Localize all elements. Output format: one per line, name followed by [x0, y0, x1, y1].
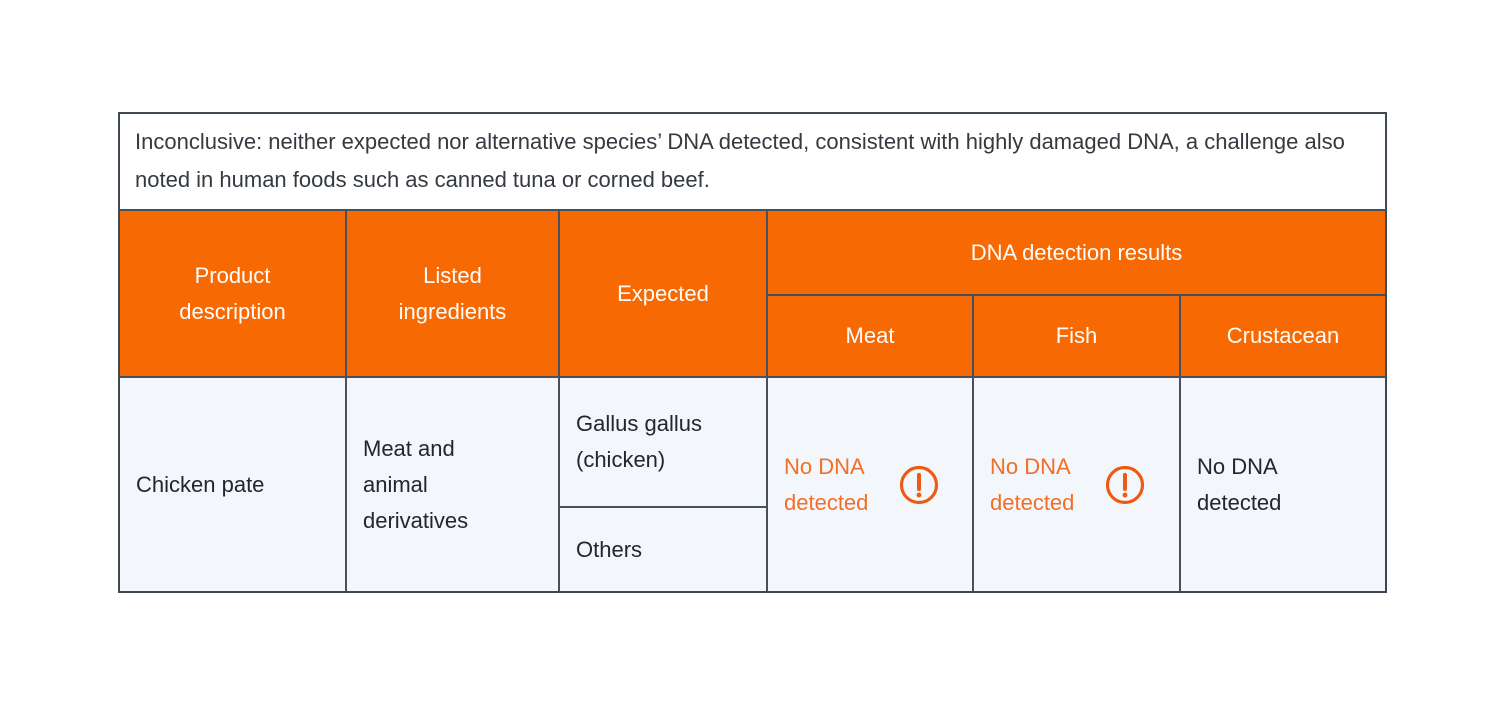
inconclusive-note-text: Inconclusive: neither expected nor alter…	[135, 129, 1345, 192]
listed-ingredients-value: Meat and animal derivatives	[363, 435, 469, 533]
warning-icon	[899, 465, 939, 504]
column-header-label: Meat	[845, 323, 895, 348]
cell-expected-others: Others	[560, 508, 766, 591]
inconclusive-note: Inconclusive: neither expected nor alter…	[120, 114, 1385, 209]
column-header-label: DNA detection results	[970, 239, 1183, 265]
column-header-meat: Meat	[768, 296, 972, 376]
column-header-listed-ingredients: Listed ingredients	[347, 211, 558, 376]
dna-results-table: Inconclusive: neither expected nor alter…	[118, 112, 1387, 593]
column-header-crustacean: Crustacean	[1181, 296, 1385, 376]
column-header-product-description: Product description	[120, 211, 345, 376]
expected-species-value: Gallus gallus (chicken)	[576, 411, 702, 472]
column-header-label: Fish	[1055, 323, 1098, 348]
fish-result-value: No DNA detected	[990, 453, 1075, 515]
column-header-expected: Expected	[560, 211, 766, 376]
cell-fish-result: No DNA detected	[974, 378, 1179, 591]
column-group-header-dna-detection-results: DNA detection results	[768, 211, 1385, 294]
cell-listed-ingredients: Meat and animal derivatives	[347, 378, 558, 591]
meat-result-value: No DNA detected	[784, 453, 869, 515]
column-header-label: Expected	[617, 280, 709, 306]
column-header-label: Listed ingredients	[398, 262, 507, 324]
column-header-fish: Fish	[974, 296, 1179, 376]
cell-meat-result: No DNA detected	[768, 378, 972, 591]
cell-crustacean-result: No DNA detected	[1181, 378, 1385, 591]
column-header-label: Product description	[179, 262, 286, 324]
cell-product-description: Chicken pate	[120, 378, 345, 591]
cell-expected-species: Gallus gallus (chicken)	[560, 378, 766, 506]
column-header-label: Crustacean	[1226, 323, 1340, 348]
warning-icon	[1105, 465, 1145, 504]
expected-others-value: Others	[576, 536, 643, 562]
product-description-value: Chicken pate	[136, 471, 265, 497]
crustacean-result-value: No DNA detected	[1197, 453, 1282, 515]
